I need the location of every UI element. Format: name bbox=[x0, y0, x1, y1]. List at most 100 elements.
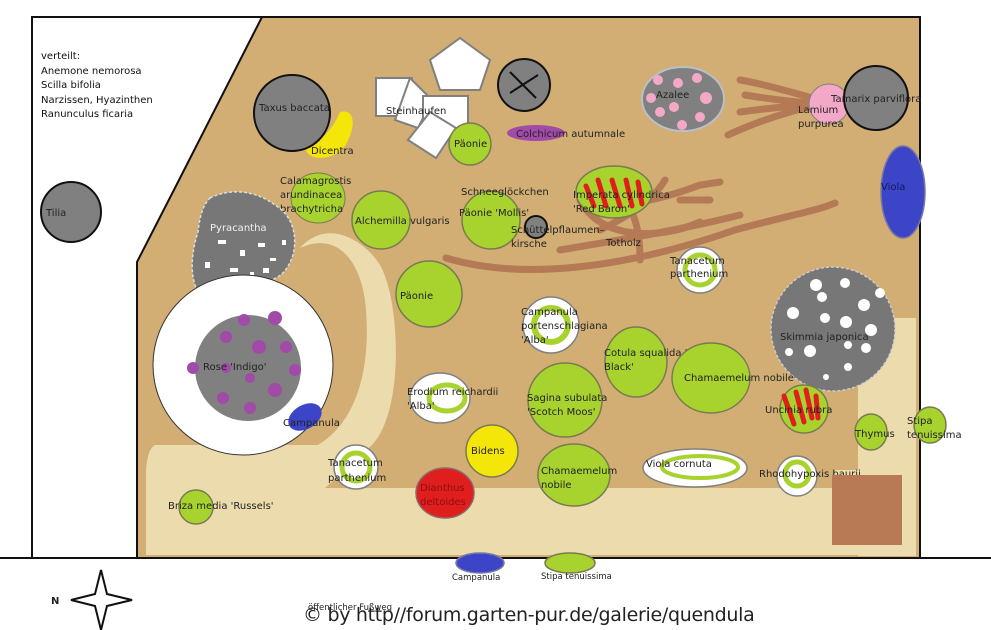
steinhaufen-label: Steinhaufen bbox=[386, 106, 446, 117]
dicentra-plant bbox=[306, 111, 353, 158]
notes-item-1: Anemone nemorosa bbox=[41, 66, 142, 77]
thymus-label: Thymus bbox=[854, 429, 895, 440]
stipa-plant-1 bbox=[913, 406, 947, 444]
x-mark-icon-stroke bbox=[509, 74, 539, 94]
sagina-plant bbox=[527, 362, 603, 438]
viola-cornuta-label: Viola cornuta bbox=[646, 459, 712, 470]
imperata-red-blades bbox=[583, 177, 645, 209]
erodium-ring bbox=[426, 382, 468, 414]
footpath-label: öffentlicher Fußweg bbox=[308, 603, 392, 613]
viola-cornuta-ring bbox=[660, 454, 740, 480]
pyracantha-label: Pyracantha bbox=[210, 223, 267, 234]
tanacetum-ring-1 bbox=[682, 252, 718, 288]
notes-item-2: Scilla bifolia bbox=[41, 80, 101, 91]
taxus-tree bbox=[253, 74, 331, 152]
lamium-label-1: Lamium bbox=[798, 105, 838, 116]
copyright-watermark: © by http//forum.garten-pur.de/galerie/q… bbox=[303, 604, 754, 626]
lamium-label-2: purpurea bbox=[798, 119, 844, 130]
chamaemelum-plant-2 bbox=[537, 443, 611, 507]
uncinia-label: Uncinia rubra bbox=[765, 405, 832, 416]
campanula-plant-1 bbox=[288, 403, 322, 431]
rose-flowers bbox=[187, 311, 301, 414]
thymus-plant bbox=[854, 413, 888, 451]
notes-item-3: Narzissen, Hyazinthen bbox=[41, 95, 153, 106]
chamaemelum-label-1: Chamaemelum nobile bbox=[684, 373, 794, 384]
cotula-label-2: Black' bbox=[604, 362, 634, 373]
alchemilla-label: Alchemilla vulgaris bbox=[355, 216, 450, 227]
skimmia-berries bbox=[785, 278, 885, 380]
viola-plant bbox=[880, 145, 926, 239]
cotula-plant bbox=[604, 326, 668, 398]
calamagrostis-label-1: Calamagrostis bbox=[280, 176, 351, 187]
erodium-label-2: 'Alba' bbox=[407, 401, 435, 412]
skimmia-label: Skimmia japonica bbox=[780, 332, 869, 343]
viola-label: Viola bbox=[881, 182, 905, 193]
rose-label: Rose 'Indigo' bbox=[203, 362, 267, 373]
tanacetum-label-2b: parthenium bbox=[328, 473, 386, 484]
campanula-port-label-2: portenschlagiana bbox=[521, 321, 608, 332]
plot-border-left bbox=[31, 16, 921, 558]
taxus-label: Taxus baccata bbox=[258, 103, 330, 114]
rhodohypoxis-ring bbox=[782, 459, 812, 489]
paeonie-plant-2 bbox=[395, 260, 463, 328]
paeonie-label-1: Päonie bbox=[454, 139, 487, 150]
campanula-label-2: Campanula bbox=[452, 573, 500, 583]
garden-left-border bbox=[136, 16, 263, 558]
tilia-tree bbox=[40, 181, 102, 243]
notes-heading: verteilt: bbox=[41, 51, 80, 62]
pyracantha-shrub bbox=[191, 191, 296, 297]
erodium-plant bbox=[409, 372, 471, 424]
chamaemelum-plant-1 bbox=[671, 342, 751, 414]
tamarix-label: Tamarix parviflora bbox=[830, 94, 921, 105]
tanacetum-label-1a: Tanacetum bbox=[669, 256, 725, 267]
stipa-plant-2 bbox=[544, 552, 596, 574]
dianthus-label-2: deltoides bbox=[420, 497, 466, 508]
totholz-label: Totholz bbox=[605, 238, 641, 249]
chamaemelum-label-2b: nobile bbox=[541, 480, 572, 491]
alchemilla-plant bbox=[351, 190, 411, 250]
bidens-label: Bidens bbox=[471, 446, 505, 457]
briza-label: Briza media 'Russels' bbox=[168, 501, 274, 512]
paeonie-mollis-plant bbox=[461, 190, 521, 250]
tamarix-tree bbox=[843, 65, 909, 131]
colchicum-plant bbox=[507, 125, 565, 141]
calamagrostis-label-3: brachytricha bbox=[280, 204, 343, 215]
compass-star-icon bbox=[70, 569, 133, 630]
chamaemelum-label-2a: Chamaemelum bbox=[541, 466, 617, 477]
colchicum-label: Colchicum autumnale bbox=[516, 129, 625, 140]
schuttelpflaumen-label-2: kirsche bbox=[511, 239, 547, 250]
stipa-label-1a: Stipa bbox=[907, 416, 933, 427]
bidens-plant bbox=[465, 424, 519, 478]
notes-item-4: Ranunculus ficaria bbox=[41, 109, 133, 120]
uncinia-red-blades bbox=[781, 387, 821, 427]
azalee-label: Azalee bbox=[656, 90, 689, 101]
paeonie-mollis-label: Päonie 'Mollis' bbox=[459, 208, 529, 219]
tanacetum-label-1b: parthenium bbox=[670, 269, 728, 280]
dicentra-label: Dicentra bbox=[311, 146, 354, 157]
tanacetum-label-2a: Tanacetum bbox=[327, 458, 383, 469]
schuttelpflaumen-tree bbox=[524, 215, 548, 239]
tilia-label: Tilia bbox=[45, 208, 66, 219]
sagina-label-1: Sagina subulata bbox=[527, 393, 607, 404]
paeonie-plant-1 bbox=[448, 122, 492, 166]
dianthus-plant bbox=[415, 467, 475, 519]
campanula-port-label-3: 'Alba' bbox=[521, 335, 549, 346]
schuttelpflaumen-label-1: Schüttelpflaumen– bbox=[511, 225, 605, 236]
imperata-label-1: Imperata cylindrica bbox=[573, 190, 670, 201]
stipa-label-2: Stipa tenuissima bbox=[541, 572, 612, 582]
campanula-label-1: Campanula bbox=[283, 418, 340, 429]
campanula-port-ring bbox=[531, 305, 571, 345]
imperata-label-2: 'Red Baron' bbox=[573, 204, 630, 215]
erodium-label-1: Erodium reichardii bbox=[407, 387, 498, 398]
tanacetum-ring-2 bbox=[339, 450, 373, 484]
schneegloeckchen-label: Schneeglöckchen bbox=[461, 187, 549, 198]
paeonie-label-2: Päonie bbox=[400, 291, 433, 302]
azalee-flowers bbox=[646, 73, 712, 130]
dianthus-label-1: Dianthus bbox=[420, 483, 465, 494]
campanula-port-label-1: Campanula bbox=[521, 307, 578, 318]
compass-label: N bbox=[51, 596, 59, 607]
steinhaufen-stones bbox=[375, 36, 492, 160]
rhodohypoxis-label: Rhodohypoxis baurii bbox=[759, 469, 861, 480]
campanula-plant-2 bbox=[455, 552, 505, 574]
